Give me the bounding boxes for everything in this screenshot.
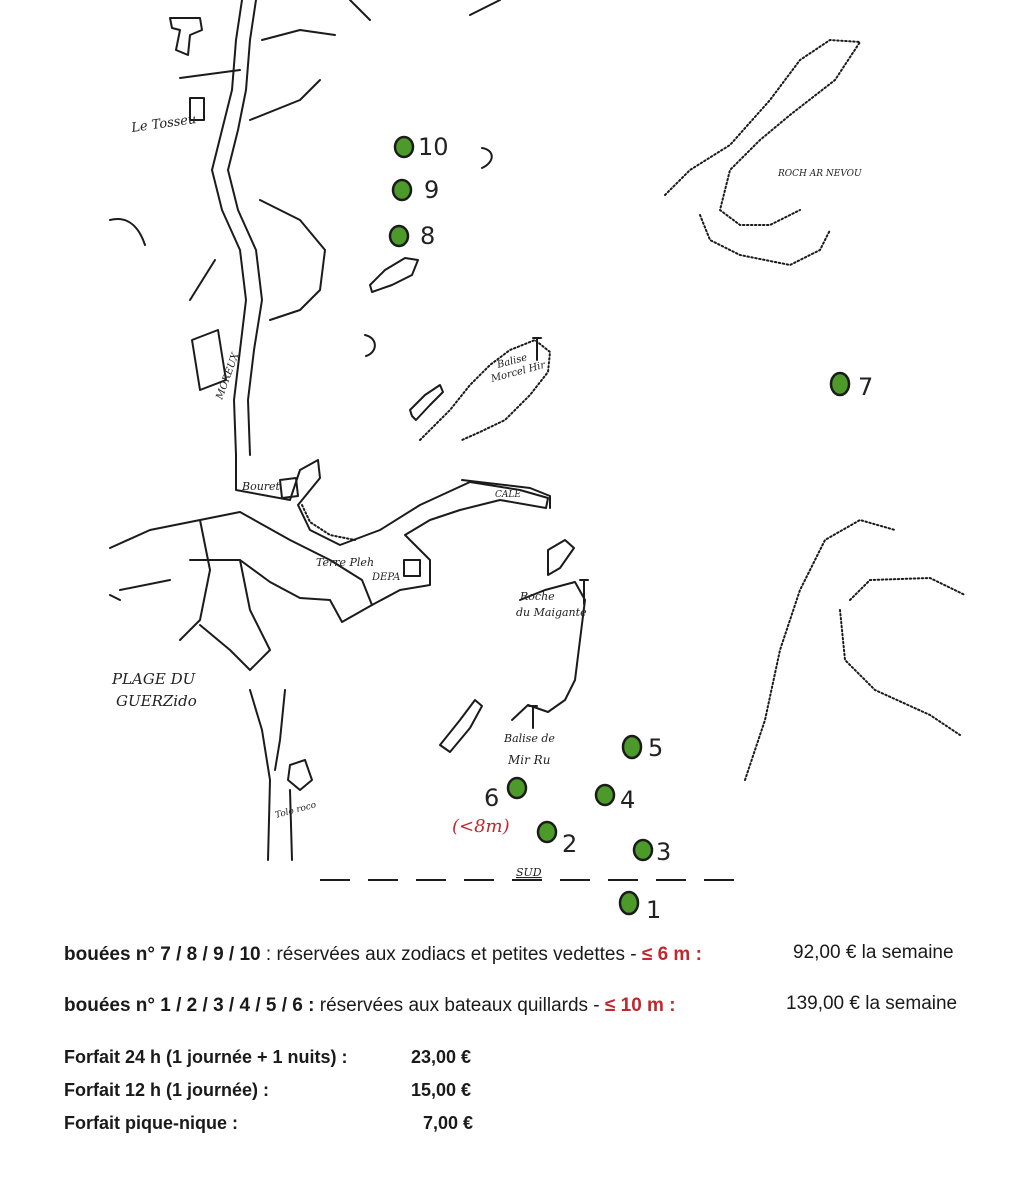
label-cale: CALE: [495, 490, 521, 500]
buoy-icon: [388, 224, 410, 248]
harbour-mole: [461, 479, 551, 509]
buoy-icon: [618, 890, 640, 916]
buoy-3: 3: [632, 838, 671, 866]
buoy-label: 5: [648, 734, 663, 762]
buoy-label: 6: [484, 784, 499, 812]
mooring-map: Le Tosseu MOREUX Bouret CALE Terre Pleh …: [109, 0, 966, 924]
buoy-icon: [829, 371, 851, 397]
forfait-picnic-price: 7,00 €: [422, 1113, 473, 1133]
buoy-icon: [393, 135, 415, 159]
forfait-12h-price: 15,00 €: [410, 1080, 471, 1100]
tariff-price-keelboats: 139,00 € la semaine: [786, 993, 958, 1014]
buoy-label: 1: [646, 896, 661, 924]
rock-maigante: [511, 539, 586, 721]
buoy-label: 7: [858, 373, 873, 401]
harbour-seawall: [301, 504, 356, 541]
buoy-icon: [621, 734, 643, 760]
buoy-label: 8: [420, 222, 435, 250]
label-balise-mir-2: Mir Ru: [507, 753, 550, 767]
buoy-icon: [391, 178, 413, 202]
label-note-6: (<8m): [452, 816, 510, 837]
length-limit: ≤ 6 m :: [641, 944, 702, 965]
house-harbour: [279, 477, 421, 577]
building-moreux: [191, 329, 227, 391]
coast-east: [744, 518, 966, 781]
harbour-outline: [235, 454, 549, 623]
buoy-8: 8: [388, 222, 435, 250]
buoy-1: 1: [618, 890, 661, 924]
label-plage: PLAGE DU: [111, 670, 197, 688]
forfait-24h-label: Forfait 24 h (1 journée + 1 nuits) :: [64, 1047, 348, 1067]
label-terre-plein: Terre Pleh: [316, 556, 374, 569]
buoy-icon: [506, 776, 528, 800]
buoy-range: bouées n° 1 / 2 / 3 / 4 / 5 / 6 :: [64, 995, 315, 1016]
field-lines-top: [169, 0, 371, 321]
label-tol-roc: Tolo roco: [274, 800, 318, 821]
label-depart: DEPA: [371, 572, 400, 583]
island-balise-morcel: [419, 338, 552, 441]
label-sud: SUD: [516, 866, 542, 879]
label-roche-maigante: Roche: [519, 590, 555, 603]
buoy-label: 3: [656, 838, 671, 866]
label-le-tosseu: Le Tosseu: [129, 112, 197, 136]
buoy-icon: [536, 820, 558, 844]
tariff-line-keelboats: bouées n° 1 / 2 / 3 / 4 / 5 / 6 : réserv…: [64, 995, 676, 1017]
forfait-12h-label: Forfait 12 h (1 journée) :: [64, 1080, 270, 1100]
buoy-range: bouées n° 7 / 8 / 9 / 10: [64, 944, 261, 965]
buoy-4: 4: [594, 783, 635, 814]
buoy-label: 2: [562, 830, 577, 858]
buoy-label: 4: [620, 786, 635, 814]
label-plage-2: GUERZido: [116, 692, 197, 710]
rock-reef-left: [439, 699, 483, 753]
buoy-9: 9: [391, 176, 439, 204]
tariff-price-small-boats: 92,00 € la semaine: [793, 942, 954, 963]
tariff-description: : réservées aux zodiacs et petites vedet…: [260, 944, 642, 965]
buoy-label: 10: [418, 133, 449, 161]
forfait-picnic-label: Forfait pique-nique :: [64, 1113, 238, 1133]
label-roch-ar-nevou: ROCH AR NEVOU: [777, 169, 862, 179]
length-limit: ≤ 10 m :: [604, 995, 676, 1016]
coast-west-fragments: [109, 0, 501, 601]
buoy-icon: [594, 783, 616, 807]
label-roche-maigante-2: du Maigante: [516, 606, 587, 619]
islet-long: [409, 384, 444, 421]
tariff-line-small-boats: bouées n° 7 / 8 / 9 / 10 : réservées aux…: [64, 944, 702, 966]
buoy-2: 2: [536, 820, 577, 858]
fields-lower: [109, 511, 373, 861]
rock-shape: [364, 147, 493, 357]
buoy-10: 10: [393, 133, 449, 161]
road-left-edge: [211, 0, 247, 456]
label-bourse: Bouret: [241, 480, 281, 493]
forfait-24h-price: 23,00 €: [410, 1047, 471, 1067]
islet-small: [369, 257, 419, 293]
beacon-icon: [528, 337, 589, 729]
buoy-icon: [632, 838, 654, 862]
tariff-description: réservées aux bateaux quillards -: [314, 995, 605, 1016]
buoy-6: 6: [484, 776, 528, 812]
buoy-label: 9: [424, 176, 439, 204]
label-balise-mir: Balise de: [503, 732, 555, 745]
buoy-7: 7: [829, 371, 873, 401]
buoy-5: 5: [621, 734, 663, 762]
road-right-edge: [227, 0, 263, 456]
coast-roch-ar-nevou: [664, 38, 862, 267]
house-le-tosseu: [189, 97, 205, 121]
